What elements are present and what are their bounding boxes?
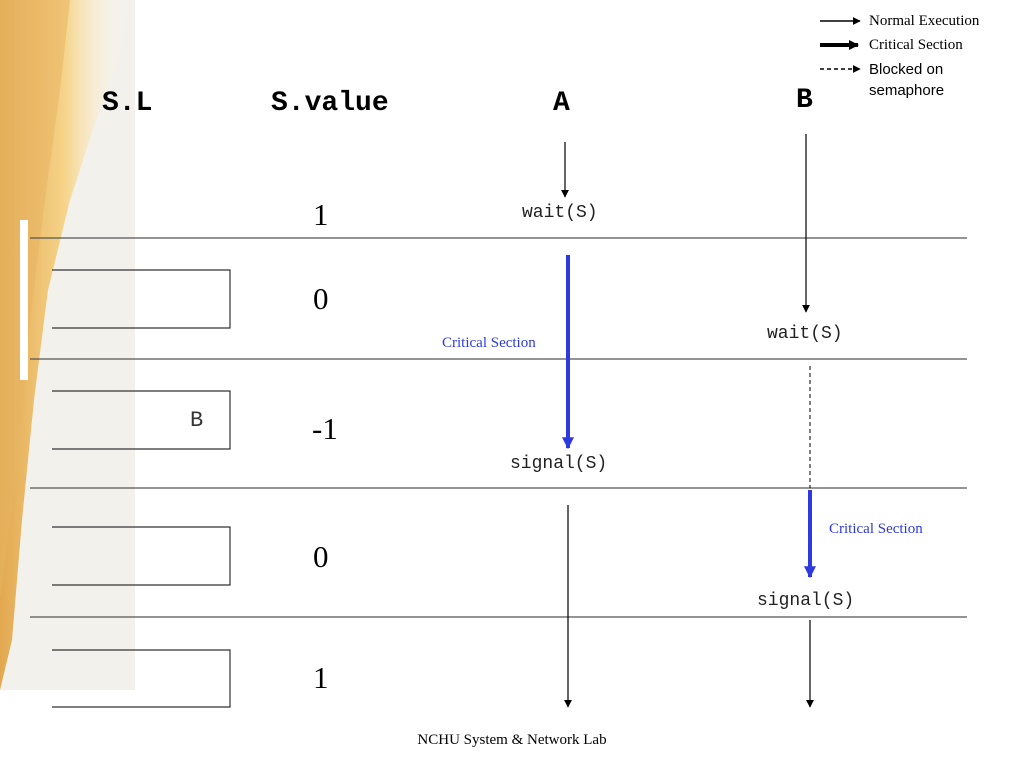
queue-entry: B [190,408,204,433]
process-b-wait: wait(S) [767,324,843,344]
semaphore-value: 1 [313,660,329,695]
process-b-signal: signal(S) [757,591,855,611]
legend-normal-label: Normal Execution [869,13,980,29]
header-process-b: B [796,85,813,116]
process-b-critical-label: Critical Section [829,521,923,537]
header-process-a: A [553,88,570,119]
process-a-signal: signal(S) [510,454,608,474]
queue-box [52,526,231,586]
header-semaphore-list: S.L [102,88,153,119]
semaphore-value: -1 [312,411,338,446]
footer-lab-name: NCHU System & Network Lab [417,732,607,748]
semaphore-value: 0 [313,281,329,316]
legend-blocked-label: Blocked on [869,61,944,78]
legend-blocked-label-2: semaphore [869,82,945,99]
queue-box [52,390,231,450]
semaphore-value: 1 [313,197,329,232]
process-a-wait: wait(S) [522,203,598,223]
process-a-critical-label: Critical Section [442,335,536,351]
queue-box [52,649,231,708]
decorative-stripe [0,0,135,690]
queue-box [52,269,231,329]
legend-critical-label: Critical Section [869,37,963,53]
header-semaphore-value: S.value [271,88,389,119]
semaphore-value: 0 [313,539,329,574]
